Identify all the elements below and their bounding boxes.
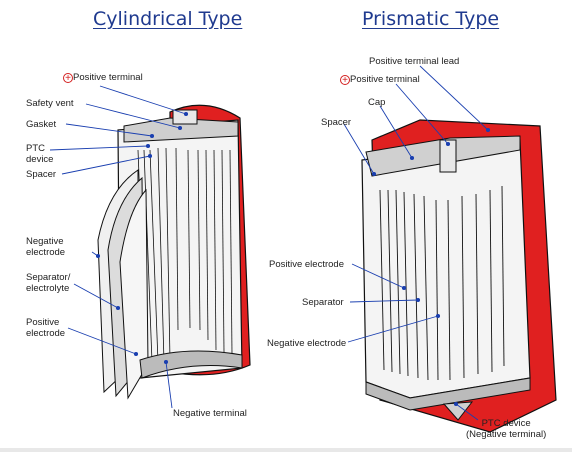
cyl-label-ptc-device: PTC device: [26, 143, 54, 165]
cyl-label-safety-vent: Safety vent: [26, 98, 74, 109]
prismatic-cell: [361, 119, 557, 433]
cylindrical-bottom: [139, 350, 243, 379]
cylindrical-electrode-layers: [137, 147, 233, 363]
pri-label-negative-electrode: Negative electrode: [267, 338, 347, 349]
leader-lines: [49, 65, 491, 421]
cylindrical-cell: [97, 104, 251, 400]
cyl-label-spacer: Spacer: [26, 169, 57, 180]
prismatic-type-title: Prismatic Type: [362, 8, 500, 30]
pri-label-positive-terminal-lead: Positive terminal lead: [369, 56, 460, 67]
pri-label-ptc-device: PTC device (Negative terminal): [466, 418, 547, 440]
pri-label-positive-electrode: Positive electrode: [269, 259, 344, 270]
cyl-label-negative-terminal: Negative terminal: [173, 408, 247, 419]
cyl-label-positive-electrode: Positive electrode: [26, 317, 66, 339]
cyl-label-negative-electrode: Negative electrode: [26, 236, 66, 258]
prismatic-electrode-plates: [379, 185, 505, 381]
pri-label-separator: Separator: [302, 297, 344, 308]
prismatic-cutaway: [361, 139, 531, 399]
pri-label-spacer: Spacer: [321, 117, 352, 128]
cylindrical-peeled-sheets: [97, 169, 149, 400]
plus-icon: +: [340, 75, 350, 86]
pri-label-positive-terminal: +Positive terminal: [340, 74, 420, 86]
cyl-label-positive-terminal: +Positive terminal: [63, 72, 143, 84]
prismatic-terminal: [439, 139, 457, 173]
prismatic-bottom: [365, 377, 531, 411]
plus-icon: +: [63, 73, 73, 84]
cyl-label-gasket: Gasket: [26, 119, 57, 130]
cylindrical-terminal-cap: [172, 109, 198, 125]
pri-label-cap: Cap: [368, 97, 386, 108]
cyl-label-separator-electrolyte: Separator/ electrolyte: [26, 272, 71, 294]
cylindrical-type-title: Cylindrical Type: [93, 8, 243, 30]
bottom-divider: [0, 448, 572, 452]
